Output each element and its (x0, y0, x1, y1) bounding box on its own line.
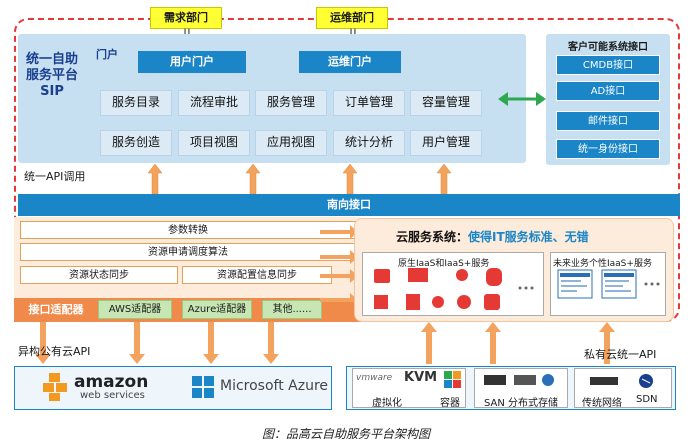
security-icon (484, 294, 500, 310)
network-icons (590, 374, 653, 388)
right-arrows-group (320, 225, 358, 302)
cpu-icon (374, 269, 390, 283)
windows-logo-icon (192, 376, 214, 398)
resource-status-sync: 资源状态同步 (20, 266, 178, 284)
other-adapter[interactable]: 其他...... (262, 300, 322, 319)
ops-portal-button[interactable]: 运维门户 (299, 51, 401, 73)
service-cell[interactable]: 服务管理 (255, 90, 327, 116)
figure-caption: 图：品高云自助服务平台架构图 (261, 427, 430, 441)
mail-interface-button[interactable]: 邮件接口 (556, 111, 660, 131)
resource-scheduling: 资源申请调度算法 (20, 243, 356, 261)
vmware-logo: vmware (356, 373, 393, 383)
user-portal-button[interactable]: 用户门户 (138, 51, 246, 73)
aws-adapter[interactable]: AWS适配器 (98, 300, 172, 319)
container-icon (444, 371, 461, 388)
aws-subtext: web services (80, 390, 145, 401)
service-cell[interactable]: 服务目录 (100, 90, 172, 116)
cmdb-interface-button[interactable]: CMDB接口 (556, 55, 660, 75)
double-arrow-icon (498, 92, 546, 106)
future-iaas-title: 未来业务个性IaaS+服务 (553, 259, 652, 269)
network-icon (456, 269, 468, 281)
service-cell[interactable]: 应用视图 (255, 130, 327, 156)
service-cell[interactable]: 订单管理 (333, 90, 405, 116)
azure-adapter[interactable]: Azure适配器 (182, 300, 252, 319)
sdn-label: SDN (636, 394, 658, 405)
database-icon (486, 268, 502, 286)
load-balancer-icon (457, 295, 471, 309)
service-cell[interactable]: 服务创造 (100, 130, 172, 156)
up-arrows-group (147, 163, 452, 195)
backup-icon (406, 294, 420, 310)
kvm-logo: KVM (404, 370, 438, 385)
traditional-network-label: 传统网络 (582, 398, 622, 409)
ops-dept-tag: 运维部门 (316, 7, 388, 29)
vertical-arrows-group (35, 322, 615, 364)
identity-interface-button[interactable]: 统一身份接口 (556, 139, 660, 159)
customer-interface-title: 客户可能系统接口 (568, 42, 648, 53)
service-cell[interactable]: 项目视图 (178, 130, 250, 156)
service-cell[interactable]: 统计分析 (333, 130, 405, 156)
storage-icons (484, 374, 554, 386)
resource-config-sync: 资源配置信息同步 (182, 266, 332, 284)
heterogeneous-api-label: 异构公有云API (18, 345, 91, 358)
cloud-title-highlight: 使得IT服务标准、无错 (468, 230, 589, 244)
portal-label: 门户 (96, 48, 118, 61)
param-conversion: 参数转换 (20, 221, 356, 239)
san-storage-label: SAN 分布式存储 (484, 398, 559, 409)
future-service-icons (557, 269, 660, 299)
private-api-label: 私有云统一API (584, 348, 657, 361)
network-box (574, 368, 672, 408)
monitor-icon (432, 296, 444, 308)
native-iaas-title: 原生IaaS和IaaS+服务 (398, 259, 490, 269)
storage-icon (408, 268, 428, 282)
sip-title: 统一自助服务平台SIP (26, 52, 79, 99)
virtualization-label: 虚拟化 (372, 398, 402, 409)
unified-api-label: 统一API调用 (24, 170, 86, 183)
cloud-title-prefix: 云服务系统： (396, 230, 469, 244)
demand-dept-tag: 需求部门 (150, 7, 222, 29)
native-service-icons (374, 268, 534, 310)
adapter-label: 接口适配器 (28, 303, 84, 316)
firewall-icon (374, 295, 388, 309)
south-interface-bar: 南向接口 (18, 194, 680, 216)
amazon-logo-text: amazon (74, 372, 149, 392)
container-label: 容器 (440, 398, 460, 409)
azure-logo-text: Microsoft Azure (220, 378, 329, 394)
ad-interface-button[interactable]: AD接口 (556, 81, 660, 101)
service-cell[interactable]: 流程审批 (178, 90, 250, 116)
cloud-title: 云服务系统：使得IT服务标准、无错 (396, 228, 666, 245)
aws-logo-icon (43, 373, 67, 401)
service-cell[interactable]: 容量管理 (410, 90, 482, 116)
native-iaas-box (362, 252, 544, 316)
service-cell[interactable]: 用户管理 (410, 130, 482, 156)
storage-box (474, 368, 568, 408)
